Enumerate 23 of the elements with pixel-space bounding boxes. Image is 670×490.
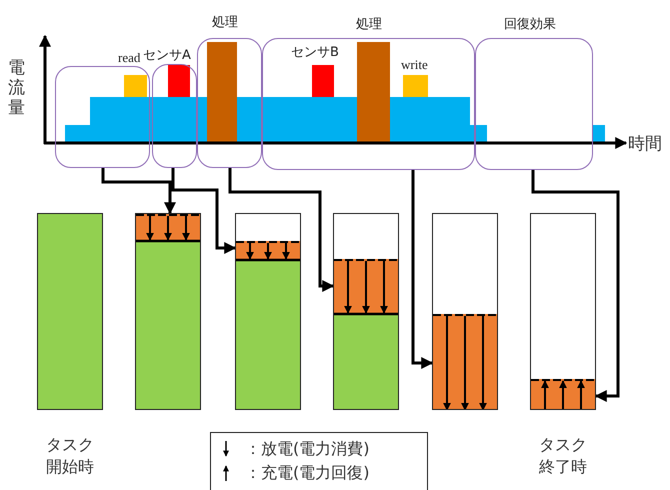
phase-label: センサB — [291, 45, 339, 60]
connector-arrow — [228, 168, 334, 292]
battery-level-bar — [530, 213, 596, 410]
phase-label: センサA — [143, 48, 191, 63]
node-label: タスク開始時 — [45, 434, 95, 478]
battery-level-bar — [432, 213, 498, 410]
node-label: タスク終了時 — [538, 434, 588, 478]
axis-label: 電流量 — [8, 58, 26, 118]
connector-arrow — [102, 168, 176, 214]
battery-level-bar — [235, 213, 301, 410]
phase-label: 処理 — [212, 15, 238, 30]
battery-level-bar — [333, 213, 399, 410]
connector-arrow — [412, 170, 434, 369]
legend-text: ：充電(電力回復) — [245, 462, 370, 484]
connector-arrow — [532, 170, 620, 402]
connector-arrow — [172, 168, 236, 254]
phase-label: 回復効果 — [504, 17, 556, 32]
legend-text: ：放電(電力消費) — [245, 438, 370, 460]
axis-label: 時間 — [628, 133, 662, 155]
phase-label: 処理 — [356, 17, 382, 32]
phase-label: write — [401, 57, 428, 72]
battery-level-bar — [135, 213, 201, 410]
phase-label: read — [118, 50, 140, 65]
